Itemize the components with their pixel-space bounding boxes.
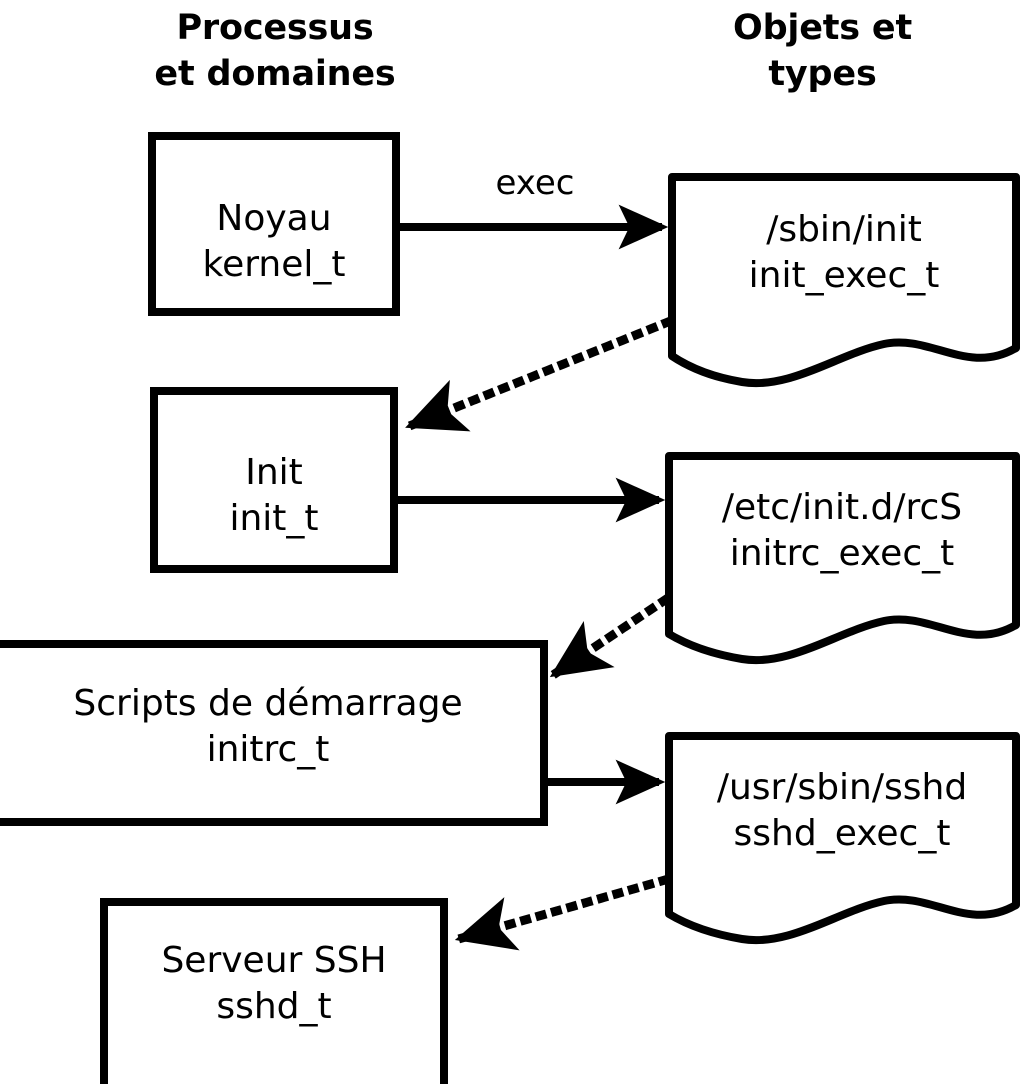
node-label-sshd: Serveur SSH sshd_t (161, 940, 387, 1028)
node-shape-sshd[interactable] (100, 898, 448, 1084)
node-shape-init-exec[interactable] (668, 173, 1020, 388)
node-shape-initrc[interactable] (0, 640, 548, 826)
node-label-initrc: Scripts de démarrage initrc_t (73, 683, 463, 771)
node-label-kernel: Noyau kernel_t (202, 198, 346, 286)
edge-init-exec-to-init (405, 316, 674, 432)
node-shape-sshd-exec[interactable] (665, 732, 1020, 945)
edge-initrc-exec-to-initrc (549, 593, 672, 680)
edge-label-exec: exec (495, 163, 575, 203)
node-label-init-exec: /sbin/init init_exec_t (748, 209, 940, 297)
node-shape-initrc-exec[interactable] (665, 452, 1020, 665)
edge-sshd-exec-to-sshd (454, 874, 671, 951)
node-label-init: Init init_t (229, 452, 319, 540)
column-header-objects: Objets et types (733, 8, 912, 95)
column-header-processes: Processus et domaines (154, 8, 396, 95)
node-shape-kernel[interactable] (148, 132, 400, 316)
node-label-initrc-exec: /etc/init.d/rcS initrc_exec_t (721, 487, 963, 575)
node-label-sshd-exec: /usr/sbin/sshd sshd_exec_t (716, 767, 968, 855)
node-shape-init[interactable] (150, 387, 398, 573)
